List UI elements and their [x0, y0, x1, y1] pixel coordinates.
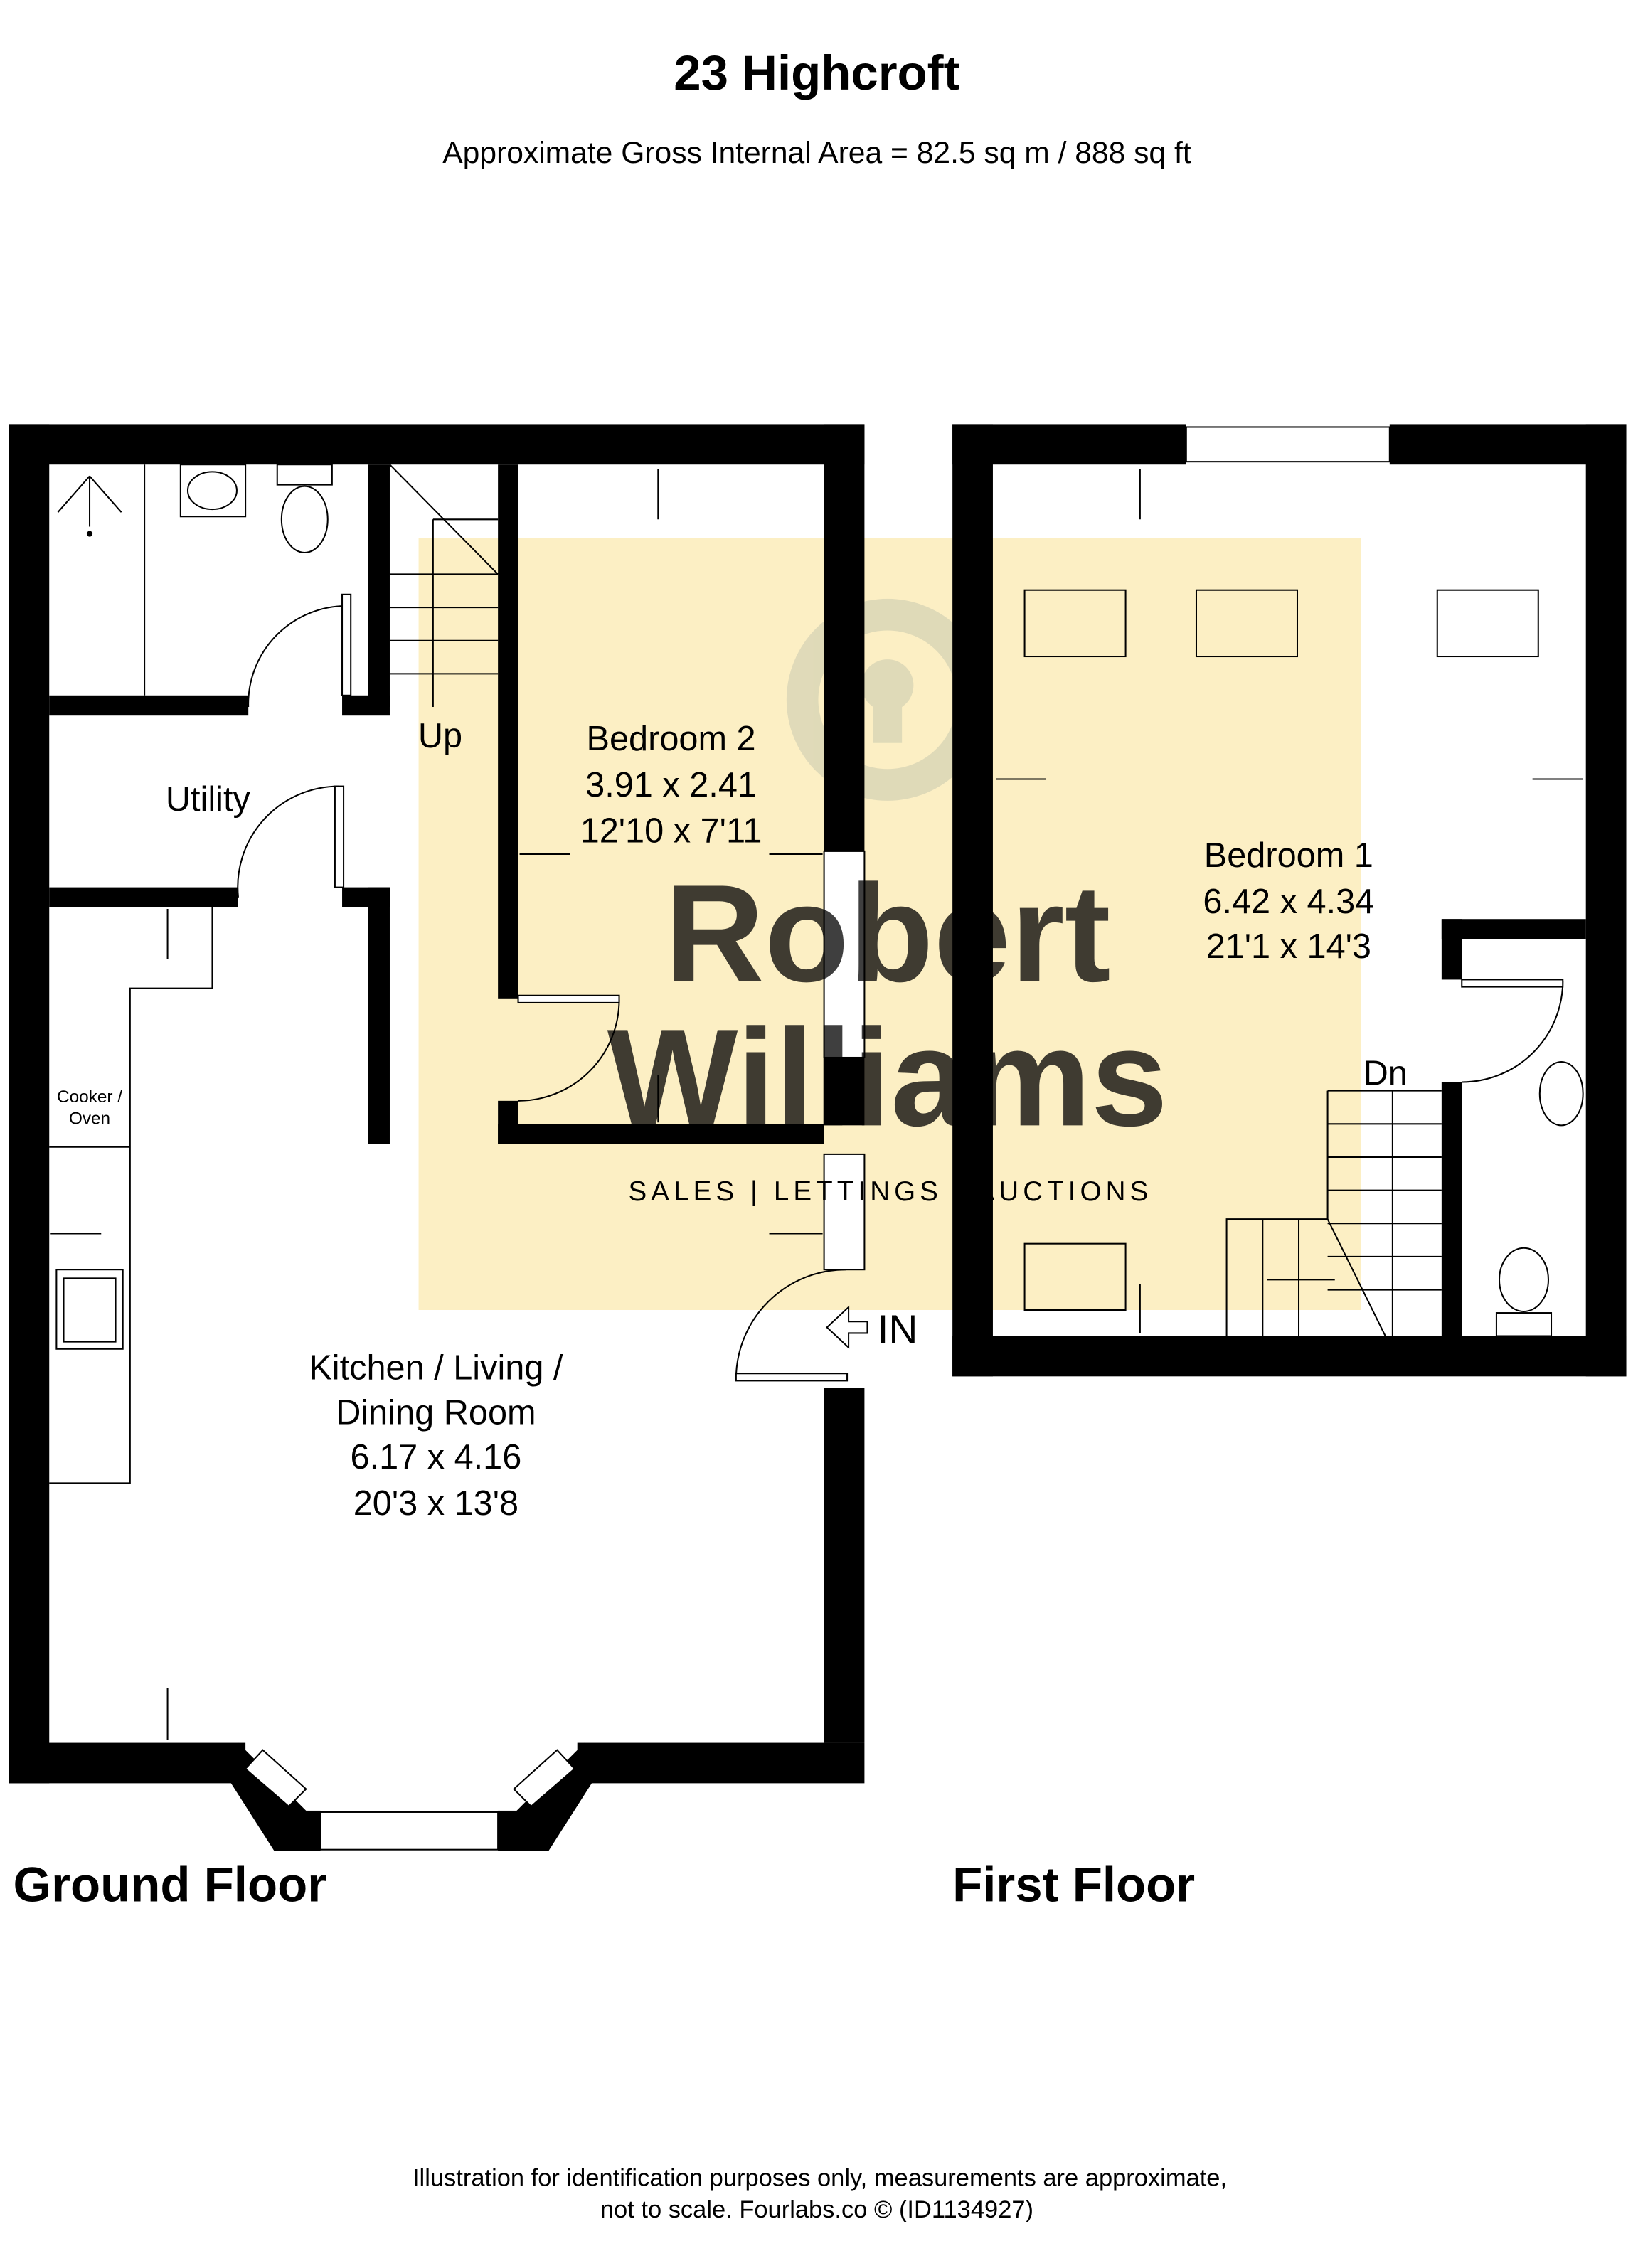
stairs-first [1225, 1090, 1442, 1336]
bedroom2-imperial: 12'10 x 7'11 [580, 812, 762, 851]
page-title: 23 Highcroft [674, 46, 959, 100]
bedroom1-metric: 6.42 x 4.34 [1203, 883, 1374, 921]
sink-icon [55, 1269, 124, 1350]
watermark-tagline: SALES | LETTINGS | AUCTIONS [629, 1176, 1153, 1207]
toilet-icon [276, 464, 333, 553]
ground-floor-label: Ground Floor [14, 1858, 327, 1912]
kitchen-name-1: Kitchen / Living / [309, 1348, 563, 1387]
skylight [1023, 589, 1127, 658]
toilet-icon [1495, 1247, 1553, 1337]
bedroom1-imperial: 21'1 x 14'3 [1206, 927, 1371, 966]
skylight [1195, 589, 1299, 658]
bedroom2-metric: 3.91 x 2.41 [585, 766, 757, 804]
kitchen-counter [49, 907, 213, 1484]
cooker-label-2: Oven [69, 1109, 110, 1128]
footer-line2: not to scale. Fourlabs.co © (ID1134927) [600, 2196, 1033, 2223]
direction-arrows [50, 469, 823, 1740]
direction-arrows [996, 469, 1583, 1333]
door-swing [248, 605, 347, 708]
footer-line1: Illustration for identification purposes… [413, 2164, 1227, 2191]
skylight [1023, 1242, 1127, 1311]
shower-icon [57, 475, 122, 537]
bedroom1-name: Bedroom 1 [1204, 836, 1373, 875]
basin-icon [179, 464, 247, 518]
bedroom2-name: Bedroom 2 [587, 720, 756, 758]
entrance-label: IN [878, 1308, 918, 1353]
stairs-down-label: Dn [1363, 1055, 1408, 1093]
entrance-arrow-icon [826, 1305, 868, 1350]
stairs-ground [389, 464, 499, 708]
watermark-line1: Robert [664, 856, 1110, 1011]
utility-label: Utility [166, 780, 251, 819]
cooker-label-1: Cooker / [57, 1087, 122, 1107]
first-floor-label: First Floor [952, 1858, 1195, 1912]
first-floor-fixtures [996, 469, 1584, 1337]
stairs-up-label: Up [418, 717, 462, 755]
basin-icon [1538, 1061, 1584, 1127]
kitchen-name-2: Dining Room [336, 1393, 536, 1432]
skylight [1436, 589, 1539, 658]
area-subtitle: Approximate Gross Internal Area = 82.5 s… [442, 136, 1191, 170]
watermark-line2: Williams [607, 1001, 1168, 1155]
door-swing [237, 785, 339, 898]
kitchen-imperial: 20'3 x 13'8 [353, 1484, 518, 1523]
ground-floor-walls [9, 424, 866, 1851]
ground-floor-fixtures [49, 464, 868, 1740]
first-floor-walls [952, 424, 1627, 1377]
kitchen-metric: 6.17 x 4.16 [350, 1438, 521, 1476]
